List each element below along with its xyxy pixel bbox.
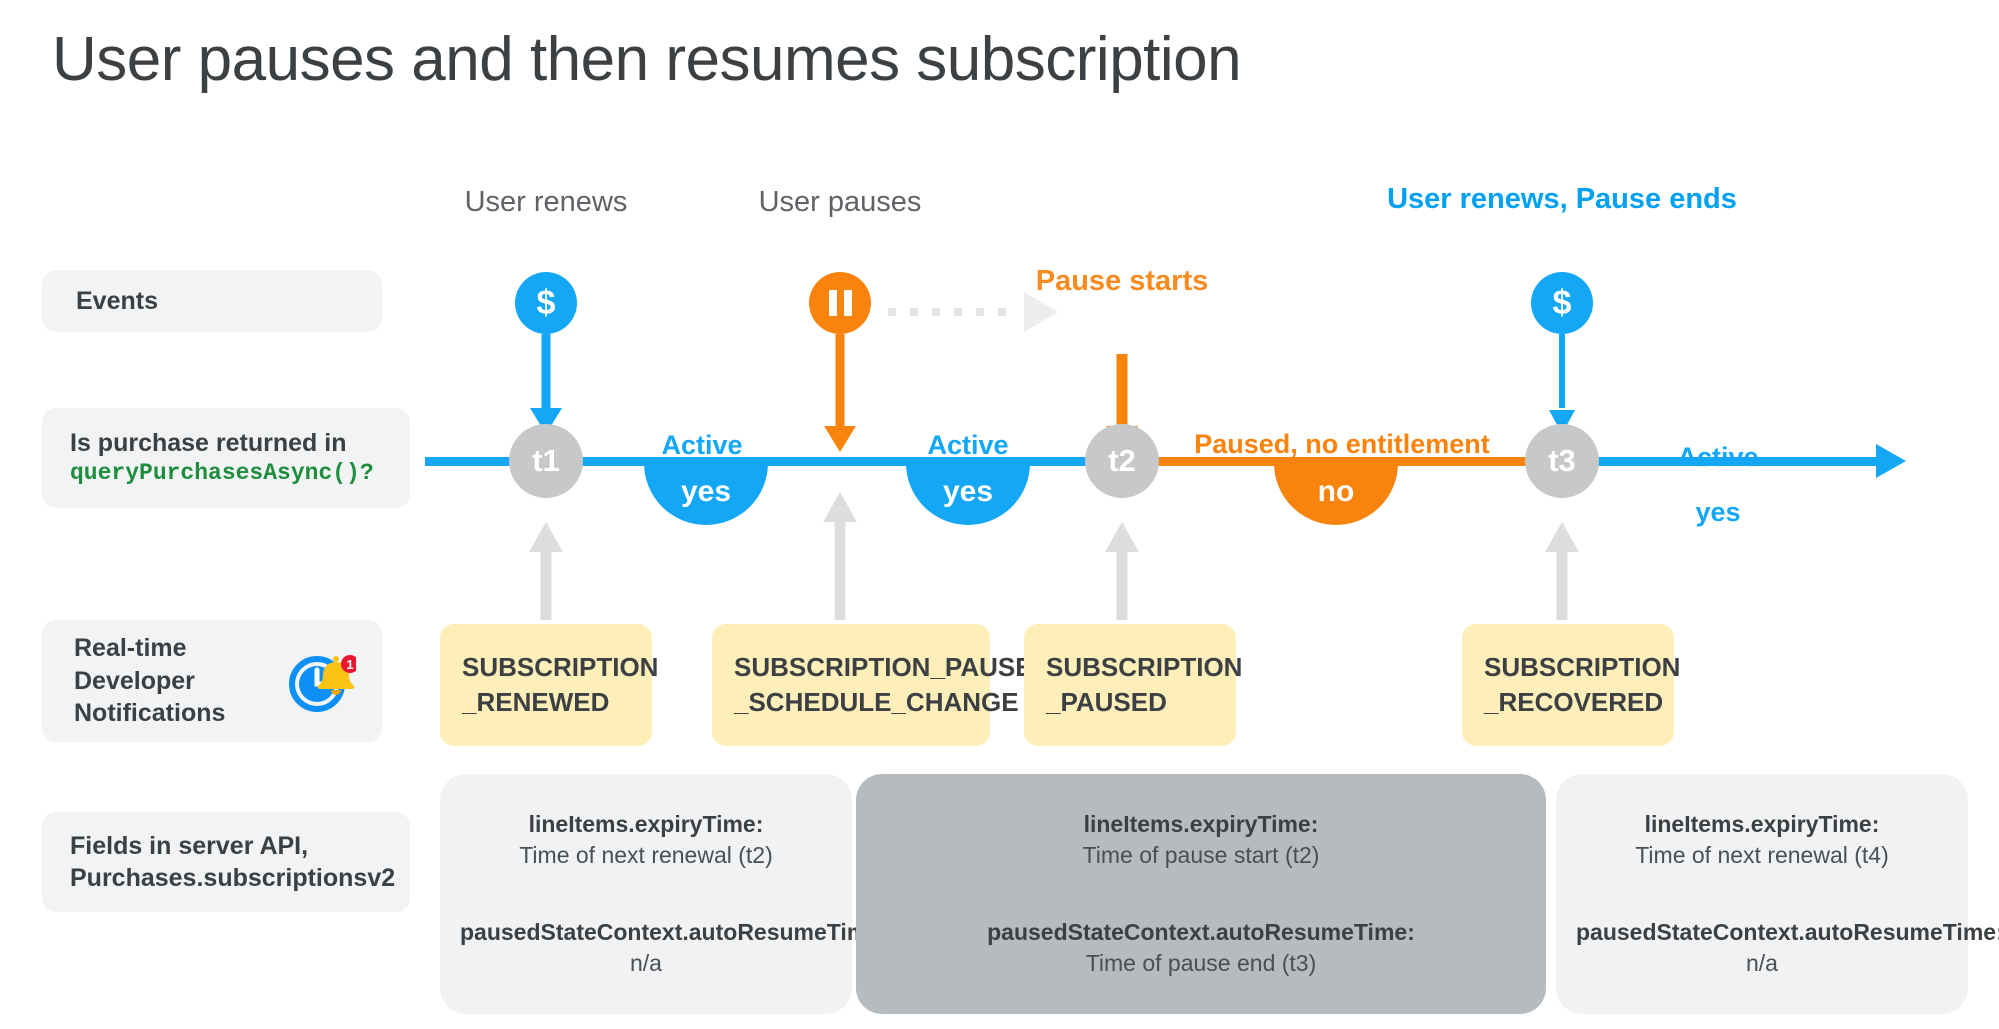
segment-caption-active-2: Active: [927, 430, 1009, 460]
ghost-dot: [976, 308, 984, 316]
answer-bubble-yes-2: yes: [906, 463, 1030, 525]
row-label-rtdn: Real-time Developer Notifications 1: [42, 620, 382, 742]
fields-panel-3: lineItems.expiryTime: Time of next renew…: [1556, 774, 1999, 1014]
row-label-query-code: queryPurchasesAsync()?: [70, 460, 374, 487]
rtdn-arrow-pause-schedule-change: [822, 492, 858, 620]
segment-caption-paused: Paused, no entitlement: [1194, 429, 1490, 459]
rtdn-card-subscription-recovered[interactable]: SUBSCRIPTION _RECOVERED: [1462, 624, 1680, 746]
answer-bubble-no: no: [1274, 463, 1398, 525]
arrow-stem: [1116, 354, 1128, 426]
rtdn-arrow-renewed: [528, 522, 564, 620]
timeline-node-t2: t2: [1085, 424, 1159, 498]
ghost-dot: [910, 308, 918, 316]
row-label-events-text: Events: [76, 286, 158, 315]
field-key-expiry-time: lineItems.expiryTime:: [1644, 810, 1880, 837]
field-value-auto-resume-time: n/a: [630, 950, 662, 977]
arrow-stem: [541, 334, 551, 408]
arrow-stem: [835, 334, 845, 426]
timeline-segment-paused: [1118, 457, 1566, 466]
ghost-dot: [998, 308, 1006, 316]
field-key-auto-resume-time: pausedStateContext.autoResumeTime:: [1576, 919, 1999, 945]
page-title: User pauses and then resumes subscriptio…: [52, 25, 1242, 94]
field-value-expiry-time: Time of pause start (t2): [1082, 841, 1320, 868]
segment-caption-active-1: Active: [661, 430, 743, 460]
field-value-expiry-time: Time of next renewal (t4): [1635, 841, 1889, 868]
tail-state: Active: [1677, 442, 1759, 472]
timeline-arrow-head: [1876, 444, 1906, 478]
ghost-dot: [932, 308, 940, 316]
row-label-query-line1: Is purchase returned in: [70, 428, 347, 457]
ghost-dot: [888, 308, 896, 316]
arrow-stem: [1116, 542, 1128, 620]
dollar-badge-icon-1: $: [515, 272, 577, 334]
row-label-query-purchases: Is purchase returned in queryPurchasesAs…: [42, 408, 410, 508]
rtdn-arrow-paused: [1104, 522, 1140, 620]
fields-panel-1: lineItems.expiryTime: Time of next renew…: [440, 774, 888, 1014]
fields-block-auto-resume: pausedStateContext.autoResumeTime: Time …: [876, 917, 1526, 979]
event-caption-user-renews: User renews: [464, 186, 628, 218]
fields-block-auto-resume: pausedStateContext.autoResumeTime: n/a: [460, 917, 888, 979]
field-value-auto-resume-time: n/a: [1746, 950, 1778, 977]
dollar-glyph: $: [536, 283, 556, 322]
pause-glyph: [828, 290, 852, 316]
fields-block-expiry: lineItems.expiryTime: Time of next renew…: [460, 809, 832, 871]
timeline-segment-active-2: [1558, 457, 1878, 466]
ghost-arrow-head: [1024, 292, 1058, 332]
timeline-node-t3: t3: [1525, 424, 1599, 498]
fields-block-expiry: lineItems.expiryTime: Time of pause star…: [876, 809, 1526, 871]
event-caption-user-pauses: User pauses: [758, 186, 922, 218]
clock-bell-notification-icon: 1: [286, 646, 359, 716]
timeline-segment-active-1: [425, 457, 1125, 466]
field-value-auto-resume-time: Time of pause end (t3): [1085, 950, 1317, 977]
segment-caption-active-tail: Active yes: [1677, 430, 1758, 541]
pause-badge-icon: [809, 272, 871, 334]
arrow-stem: [834, 512, 846, 620]
dollar-glyph: $: [1552, 283, 1572, 322]
field-key-expiry-time: lineItems.expiryTime:: [1083, 810, 1319, 837]
svg-text:1: 1: [346, 657, 353, 672]
arrow-stem: [1556, 542, 1568, 620]
row-label-rtdn-text: Real-time Developer Notifications: [74, 634, 226, 728]
pause-schedule-ghost-link: [888, 292, 1058, 332]
answer-bubble-yes-1: yes: [644, 463, 768, 525]
rtdn-card-subscription-paused[interactable]: SUBSCRIPTION _PAUSED: [1024, 624, 1242, 746]
event-caption-user-renews-pause-ends: User renews, Pause ends: [1387, 183, 1737, 215]
arrow-stem: [540, 542, 552, 620]
field-key-auto-resume-time: pausedStateContext.autoResumeTime:: [987, 919, 1415, 945]
fields-block-auto-resume: pausedStateContext.autoResumeTime: n/a: [1576, 917, 1999, 979]
fields-block-expiry: lineItems.expiryTime: Time of next renew…: [1576, 809, 1948, 871]
rtdn-arrow-recovered: [1544, 522, 1580, 620]
arrow-head: [824, 426, 856, 452]
row-label-fields: Fields in server API, Purchases.subscrip…: [42, 812, 410, 912]
tail-answer: yes: [1695, 497, 1741, 528]
field-key-auto-resume-time: pausedStateContext.autoResumeTime:: [460, 919, 888, 945]
fields-panel-2: lineItems.expiryTime: Time of pause star…: [856, 774, 1546, 1014]
ghost-dot: [954, 308, 962, 316]
arrow-stem: [1559, 334, 1565, 408]
field-value-expiry-time: Time of next renewal (t2): [519, 841, 773, 868]
event-arrow-user-pauses: [824, 334, 856, 452]
row-label-fields-text: Fields in server API, Purchases.subscrip…: [70, 831, 396, 893]
rtdn-card-subscription-pause-schedule-change[interactable]: SUBSCRIPTION_PAUSE _SCHEDULE_CHANGE: [712, 624, 1033, 746]
timeline-node-t1: t1: [509, 424, 583, 498]
row-label-events: Events: [42, 270, 382, 332]
event-caption-pause-starts: Pause starts: [1035, 265, 1209, 297]
rtdn-card-subscription-renewed[interactable]: SUBSCRIPTION _RENEWED: [440, 624, 658, 746]
field-key-expiry-time: lineItems.expiryTime:: [528, 810, 764, 837]
dollar-badge-icon-2: $: [1531, 272, 1593, 334]
